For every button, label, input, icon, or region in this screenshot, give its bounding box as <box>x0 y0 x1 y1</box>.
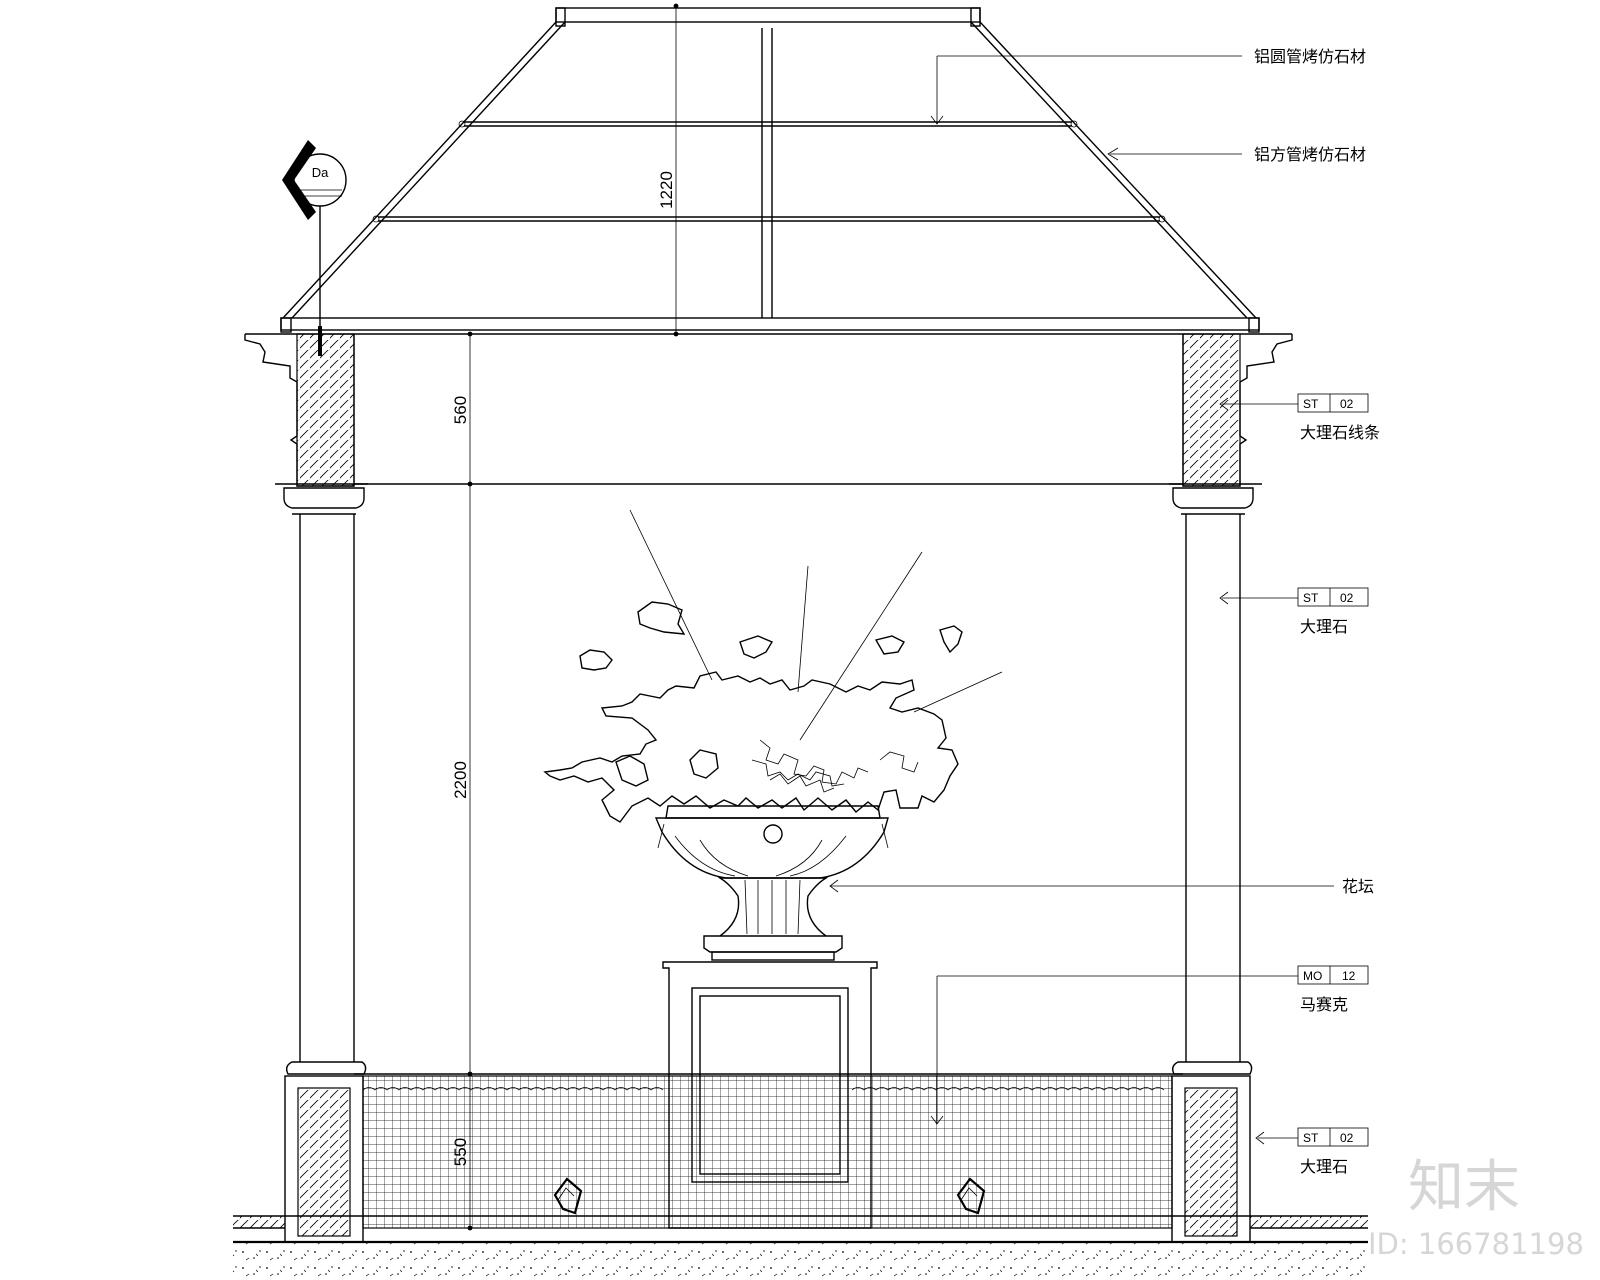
dimension-lines <box>467 3 679 1231</box>
tag-code: ST <box>1303 591 1319 605</box>
dim-opening-height: 2200 <box>451 761 470 799</box>
watermark-logo: 知末 <box>1408 1155 1520 1220</box>
tag-code: ST <box>1303 397 1319 411</box>
tag-number: 02 <box>1340 591 1354 605</box>
leader-lines <box>829 55 1334 1145</box>
dim-frieze-height: 560 <box>451 396 470 424</box>
ground-section <box>233 1215 1368 1280</box>
tag-code: ST <box>1303 1131 1319 1145</box>
material-tag: ST 02 <box>1297 587 1369 607</box>
tag-number: 02 <box>1340 1131 1354 1145</box>
tag-number: 02 <box>1340 397 1354 411</box>
material-tag: MO 12 <box>1297 965 1369 985</box>
watermark-id: ID: 166781198 <box>1368 1227 1584 1261</box>
note-round-tube: 铝圆管烤仿石材 <box>1254 47 1366 66</box>
mosaic-base <box>362 1075 1173 1229</box>
note-flower-urn: 花坛 <box>1342 877 1374 896</box>
wall-frieze <box>354 483 1183 1075</box>
material-tag: ST 02 <box>1297 1127 1369 1147</box>
note-mosaic: 马赛克 <box>1300 995 1348 1014</box>
dim-base-height: 550 <box>451 1138 470 1166</box>
pedestal <box>662 961 878 1229</box>
left-column <box>244 333 368 1243</box>
material-tag: ST 02 <box>1297 393 1369 413</box>
note-marble-moulding: 大理石线条 <box>1300 423 1380 442</box>
dim-roof-height: 1220 <box>657 171 676 209</box>
note-marble-base: 大理石 <box>1300 1157 1348 1176</box>
tag-code: MO <box>1303 969 1322 983</box>
tag-number: 12 <box>1342 969 1356 983</box>
note-marble-column: 大理石 <box>1300 617 1348 636</box>
foliage <box>543 509 1003 823</box>
right-column <box>1169 333 1293 1243</box>
pavilion-roof <box>245 7 1292 335</box>
section-marker <box>282 140 347 356</box>
section-marker-label: Da <box>312 165 329 180</box>
flower-urn <box>654 805 889 961</box>
note-square-tube: 铝方管烤仿石材 <box>1254 145 1366 164</box>
